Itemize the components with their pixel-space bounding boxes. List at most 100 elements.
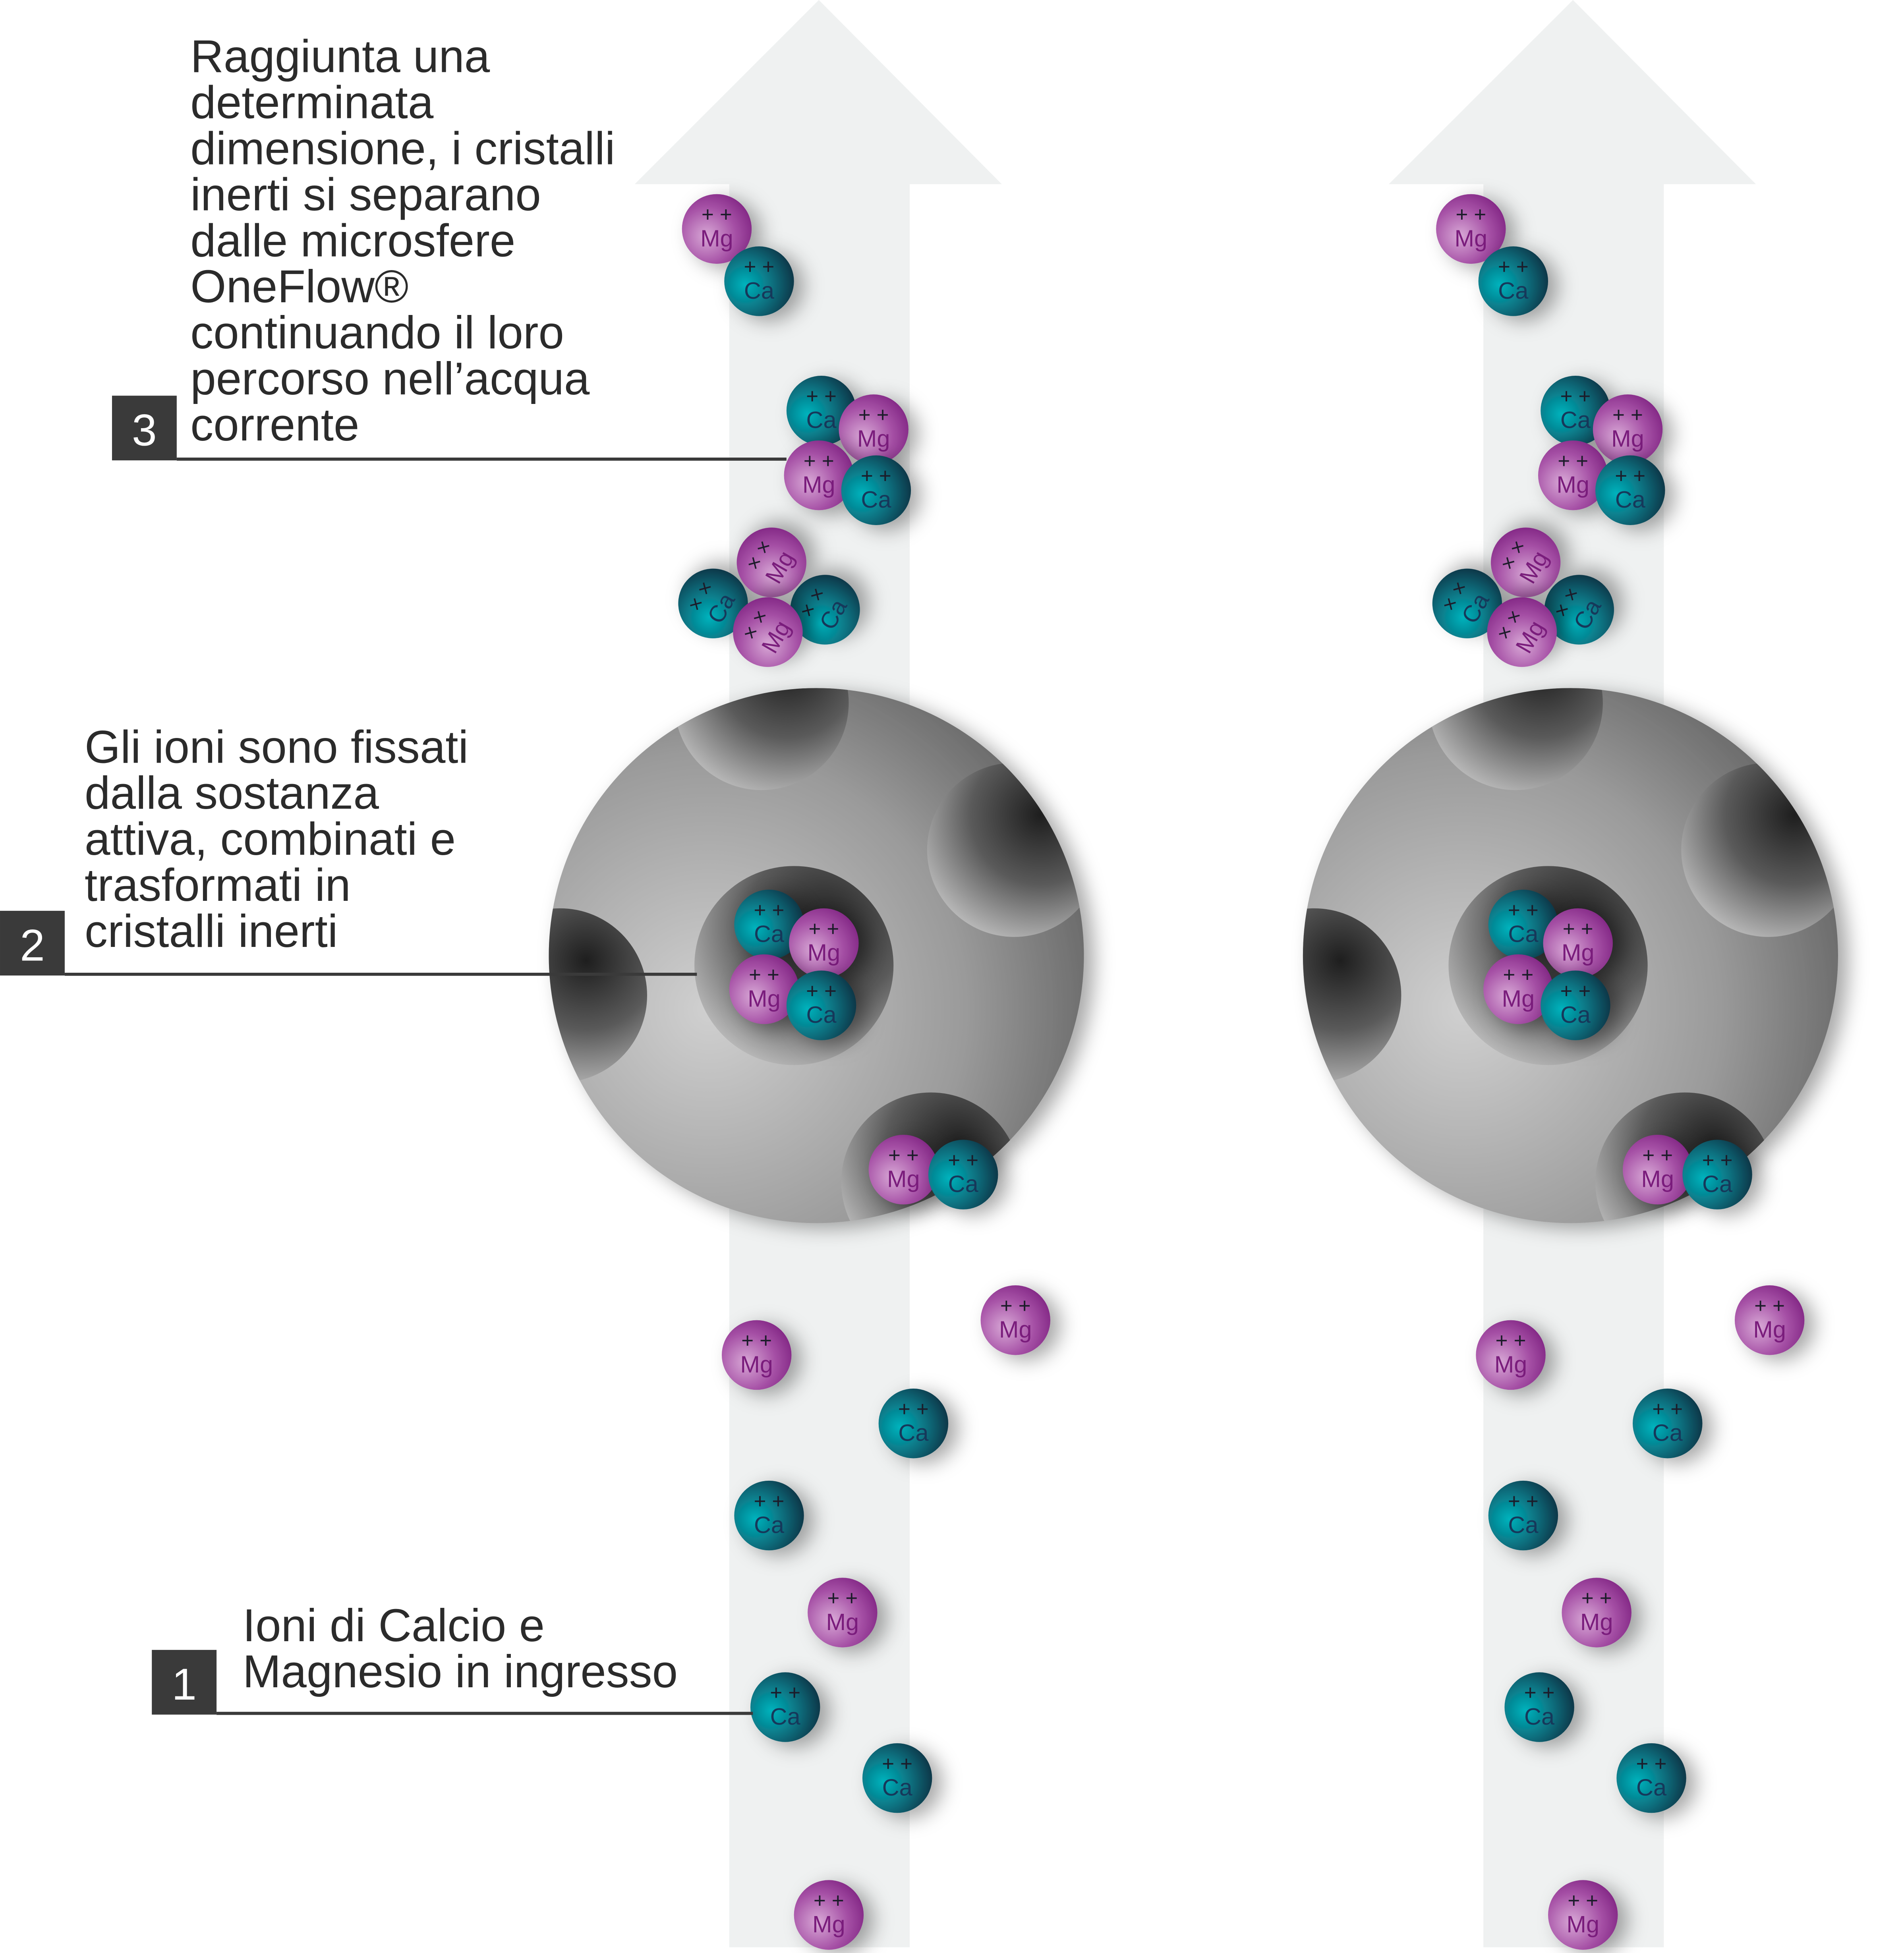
calcium-ion: + +Ca: [1541, 376, 1610, 446]
ion-symbol: Mg: [812, 1911, 845, 1938]
magnesium-ion: + +Mg: [1562, 1578, 1631, 1648]
magnesium-ion: × ×Mg: [736, 527, 806, 597]
ion-symbol: Mg: [1562, 939, 1595, 966]
ion-symbol: Ca: [861, 486, 891, 513]
ion-charge: + +: [888, 1144, 919, 1167]
calcium-ion: + +Ca: [750, 1672, 820, 1742]
ion-symbol: Ca: [770, 1703, 801, 1730]
ion-charge: + +: [898, 1397, 929, 1421]
callout-text-line: determinata: [190, 77, 434, 128]
ion-charge: + +: [1456, 203, 1486, 226]
ion-charge: + +: [814, 1889, 844, 1912]
ion-charge: + +: [770, 1681, 800, 1704]
ion-symbol: Ca: [1615, 486, 1646, 513]
left-column: + +Mg+ +Ca+ +Ca+ +Mg+ +Mg+ +Ca× ×Ca× ×Mg…: [549, 0, 1084, 1950]
magnesium-ion: + +Mg: [794, 1880, 864, 1950]
right-column: + +Mg+ +Ca+ +Ca+ +Mg+ +Mg+ +Ca× ×Ca× ×Mg…: [1303, 0, 1838, 1950]
ion-symbol: Mg: [740, 1351, 773, 1377]
calcium-ion: × ×Ca: [1432, 568, 1502, 639]
ion-symbol: Ca: [1636, 1774, 1667, 1800]
callout-text-line: corrente: [190, 399, 359, 450]
callout-text-line: Gli ioni sono fissati: [85, 721, 468, 773]
ion-charge: + +: [1615, 464, 1645, 487]
sphere-pocket: [549, 908, 648, 1083]
ion-charge: + +: [806, 384, 837, 408]
callout-text-line: Raggiunta una: [190, 31, 490, 82]
magnesium-ion: + +Mg: [980, 1285, 1050, 1355]
ion-symbol: Mg: [887, 1166, 920, 1192]
ion-symbol: Mg: [1641, 1166, 1674, 1192]
ion-symbol: Ca: [754, 920, 785, 947]
ion-charge: + +: [749, 963, 779, 987]
calcium-ion: + +Ca: [734, 889, 804, 960]
magnesium-ion: + +Mg: [1476, 1320, 1546, 1390]
callout-text-line: dalle microsfere: [190, 214, 515, 266]
calcium-ion: + +Ca: [1682, 1140, 1752, 1209]
ion-symbol: Ca: [1560, 1001, 1591, 1028]
calcium-ion: + +Ca: [841, 455, 911, 525]
magnesium-ion: + +Mg: [1734, 1285, 1805, 1355]
ion-charge: + +: [827, 1586, 858, 1610]
magnesium-ion: + +Mg: [721, 1320, 792, 1390]
ion-symbol: Ca: [1653, 1420, 1683, 1446]
magnesium-ion: + +Mg: [839, 394, 909, 464]
ion-charge: + +: [1496, 1329, 1526, 1352]
sphere-pocket: [1303, 908, 1401, 1083]
callout-text-line: continuando il loro: [190, 307, 564, 358]
magnesium-ion: + +Mg: [789, 908, 859, 978]
ion-symbol: Mg: [1556, 471, 1589, 498]
sphere-pocket: [694, 866, 894, 1065]
ion-symbol: Mg: [802, 471, 835, 498]
ion-symbol: Ca: [1524, 1703, 1555, 1730]
callout-text-line: dimensione, i cristalli: [190, 123, 615, 174]
magnesium-ion: + +Mg: [868, 1134, 939, 1205]
magnesium-ion: + +Mg: [1622, 1134, 1693, 1205]
ion-symbol: Ca: [1498, 277, 1529, 304]
ion-symbol: Mg: [807, 939, 840, 966]
calcium-ion: + +Ca: [1616, 1743, 1686, 1813]
step-number-box: [112, 396, 177, 461]
ion-charge: + +: [702, 203, 732, 226]
ion-charge: + +: [882, 1752, 912, 1775]
ion-symbol: Mg: [1611, 425, 1644, 452]
callout-text-line: OneFlow®: [190, 261, 408, 312]
magnesium-ion: × ×Mg: [1490, 527, 1561, 597]
sphere-pocket: [1681, 763, 1838, 937]
magnesium-ion: + +Mg: [784, 440, 854, 510]
callout-text-line: attiva, combinati e: [85, 813, 456, 865]
magnesium-ion: + +Mg: [1538, 440, 1608, 510]
ion-symbol: Ca: [754, 1511, 785, 1538]
ion-charge: + +: [754, 1489, 785, 1513]
ion-symbol: Mg: [748, 985, 781, 1012]
ion-symbol: Mg: [1753, 1316, 1786, 1343]
calcium-ion: + +Ca: [734, 1480, 804, 1551]
ion-charge: + +: [861, 464, 891, 487]
step-number-box: [152, 1650, 217, 1715]
ion-symbol: Mg: [999, 1316, 1032, 1343]
magnesium-ion: + +Mg: [1436, 194, 1506, 264]
ion-charge: + +: [1498, 255, 1529, 278]
callout-text-line: cristalli inerti: [85, 905, 338, 957]
ion-symbol: Mg: [700, 225, 733, 251]
ion-symbol: Ca: [948, 1171, 979, 1197]
ion-charge: + +: [1558, 449, 1588, 473]
ion-charge: + +: [754, 898, 785, 922]
ion-charge: + +: [741, 1329, 772, 1352]
calcium-ion: + +Ca: [786, 376, 856, 446]
ion-charge: + +: [1508, 1489, 1539, 1513]
ion-charge: + +: [1503, 963, 1533, 987]
ion-charge: + +: [1560, 384, 1591, 408]
ion-symbol: Mg: [826, 1609, 859, 1635]
ion-charge: + +: [744, 255, 774, 278]
ion-charge: + +: [858, 403, 889, 427]
ion-symbol: Ca: [1560, 407, 1591, 433]
calcium-ion: + +Ca: [1504, 1672, 1574, 1742]
calcium-ion: + +Ca: [862, 1743, 932, 1813]
callout-text-line: inerti si separano: [190, 168, 541, 220]
ion-symbol: Mg: [1502, 985, 1535, 1012]
magnesium-ion: + +Mg: [1543, 908, 1613, 978]
magnesium-ion: + +Mg: [808, 1578, 878, 1648]
ion-symbol: Ca: [1508, 920, 1539, 947]
sphere-pocket: [674, 688, 849, 790]
